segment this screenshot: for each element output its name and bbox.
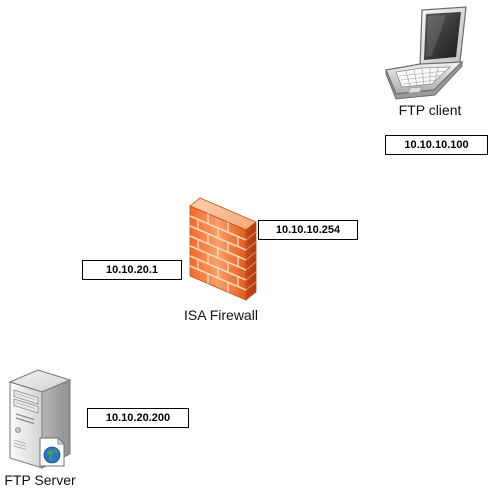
- ftp-client-node: [382, 4, 468, 100]
- firewall-internal-ip-box: 10.10.20.1: [82, 260, 182, 280]
- ftp-client-ip-box: 10.10.10.100: [385, 135, 488, 155]
- firewall-icon: [189, 197, 257, 301]
- server-icon: [8, 369, 72, 469]
- ftp-server-ip-box: 10.10.20.200: [87, 408, 189, 428]
- ftp-client-label: FTP client: [398, 102, 462, 118]
- isa-firewall-label: ISA Firewall: [184, 307, 258, 323]
- firewall-external-ip-box: 10.10.10.254: [258, 220, 358, 240]
- laptop-icon: [385, 6, 467, 100]
- ftp-server-node: [4, 368, 74, 472]
- ftp-server-label: FTP Server: [4, 472, 76, 488]
- isa-firewall-node: [186, 196, 258, 302]
